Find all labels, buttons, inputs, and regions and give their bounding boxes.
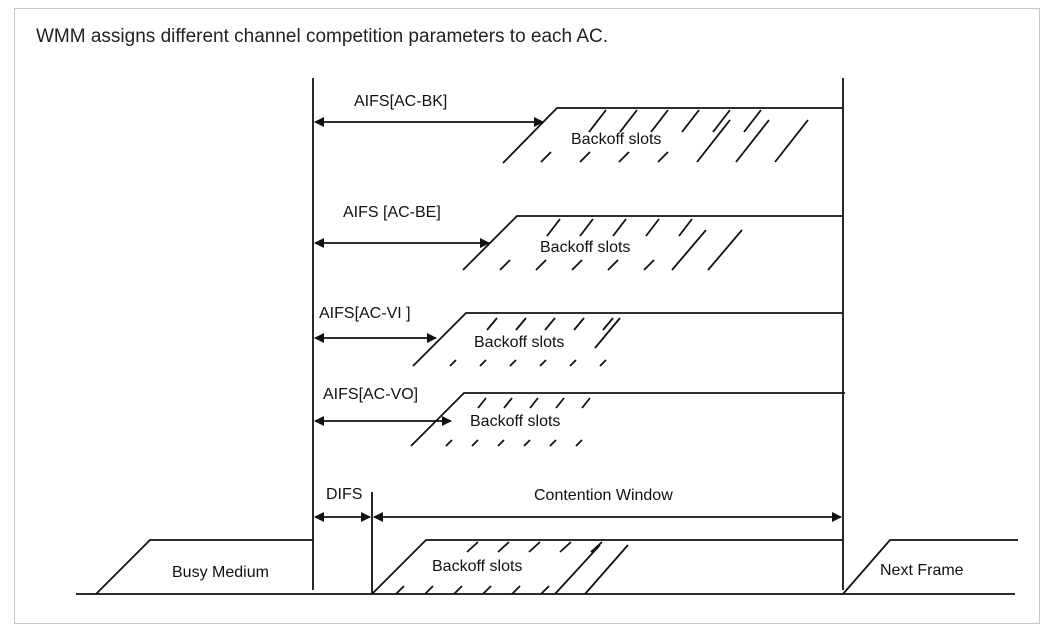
busy-medium-label: Busy Medium: [172, 564, 269, 581]
ac-bk-hatch: [540, 109, 809, 163]
aifs-ac-vo-label: AIFS[AC-VO]: [323, 386, 418, 403]
ac-vi-backoff-label: Backoff slots: [474, 334, 564, 351]
figure-caption: WMM assigns different channel competitio…: [36, 26, 609, 47]
ac-be-backoff-label: Backoff slots: [540, 239, 630, 256]
contention-window-label: Contention Window: [534, 487, 673, 504]
busy-medium-shape: [95, 539, 313, 595]
aifs-ac-bk-label: AIFS[AC-BK]: [354, 93, 447, 110]
row-ac-bk: AIFS[AC-BK] Backoff slots: [314, 93, 843, 164]
row-ac-be: AIFS [AC-BE] Backoff slots: [314, 204, 843, 271]
difs-label: DIFS: [326, 486, 362, 503]
backoff-shape: [371, 539, 843, 595]
ac-vo-backoff-label: Backoff slots: [470, 413, 560, 430]
ac-be-hatch: [499, 218, 743, 271]
medium-timeline: Busy Medium Backoff slots Next Frame: [76, 539, 1018, 595]
difs-section: DIFS Contention Window: [314, 486, 842, 522]
ac-be-slope: [462, 215, 843, 271]
row-ac-vo: AIFS[AC-VO] Backoff slots: [314, 386, 845, 447]
bottom-backoff-label: Backoff slots: [432, 558, 522, 575]
aifs-ac-vi-label: AIFS[AC-VI ]: [319, 305, 411, 322]
ac-vi-hatch: [449, 317, 621, 367]
ac-bk-backoff-label: Backoff slots: [571, 131, 661, 148]
backoff-hatch: [395, 541, 629, 595]
row-ac-vi: AIFS[AC-VI ] Backoff slots: [314, 305, 843, 367]
ac-bk-slope: [502, 107, 843, 164]
ac-vo-slope: [410, 392, 845, 447]
ac-vi-slope: [412, 312, 843, 367]
next-frame-label: Next Frame: [880, 562, 964, 579]
next-frame-shape: [842, 539, 1018, 595]
ac-vo-hatch: [445, 397, 591, 447]
aifs-ac-be-label: AIFS [AC-BE]: [343, 204, 441, 221]
